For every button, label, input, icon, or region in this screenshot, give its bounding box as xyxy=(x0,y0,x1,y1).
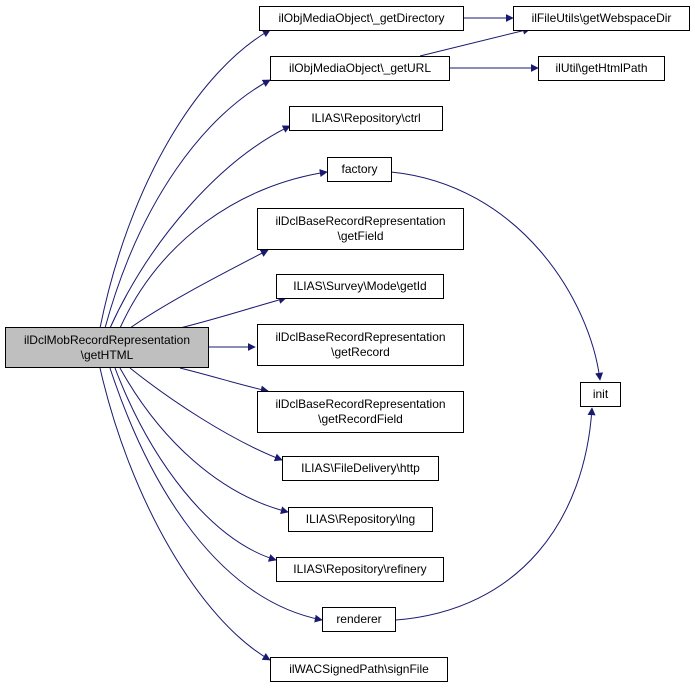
node-root-get-html: ilDclMobRecordRepresentation \getHTML xyxy=(5,327,209,368)
edge-root-sign-file xyxy=(99,367,271,661)
edge-root-get-field xyxy=(129,249,269,329)
edge-factory-init xyxy=(390,171,604,381)
node-init[interactable]: init xyxy=(580,382,621,407)
node-webspace-dir[interactable]: ilFileUtils\getWebspaceDir xyxy=(513,6,690,31)
node-file-delivery-http[interactable]: ILIAS\FileDelivery\http xyxy=(282,456,439,481)
node-get-record-field[interactable]: ilDclBaseRecordRepresentation \getRecord… xyxy=(257,391,464,433)
edge-root-renderer xyxy=(109,367,323,623)
node-get-record[interactable]: ilDclBaseRecordRepresentation \getRecord xyxy=(257,324,464,366)
edge-root-repository-ctrl xyxy=(109,125,291,329)
edge-renderer-init xyxy=(395,407,596,621)
node-factory[interactable]: factory xyxy=(327,157,392,182)
edge-root-factory xyxy=(119,169,328,329)
node-renderer[interactable]: renderer xyxy=(322,607,396,632)
node-get-url[interactable]: ilObjMediaObject\_getURL xyxy=(270,56,450,81)
edge-root-get-directory xyxy=(99,29,271,329)
node-repository-ctrl[interactable]: ILIAS\Repository\ctrl xyxy=(289,106,443,131)
node-html-path[interactable]: ilUtil\getHtmlPath xyxy=(538,56,665,81)
edge-root-get-record-field xyxy=(179,367,269,394)
node-get-field[interactable]: ilDclBaseRecordRepresentation \getField xyxy=(257,208,464,250)
node-survey-get-id[interactable]: ILIAS\Survey\Mode\getId xyxy=(276,274,444,299)
edge-root-file-delivery-http xyxy=(129,367,283,462)
node-repository-refinery[interactable]: ILIAS\Repository\refinery xyxy=(276,557,444,582)
node-get-directory[interactable]: ilObjMediaObject\_getDirectory xyxy=(259,6,464,31)
node-sign-file[interactable]: ilWACSignedPath\signFile xyxy=(270,657,448,682)
node-repository-lng[interactable]: ILIAS\Repository\lng xyxy=(288,507,433,532)
edge-root-get-url xyxy=(104,79,271,329)
edge-root-repository-refinery xyxy=(114,367,277,562)
edge-root-repository-lng xyxy=(119,367,289,515)
edge-root-survey-get-id xyxy=(179,296,287,329)
edge-get-url-webspace-dir xyxy=(419,26,531,57)
